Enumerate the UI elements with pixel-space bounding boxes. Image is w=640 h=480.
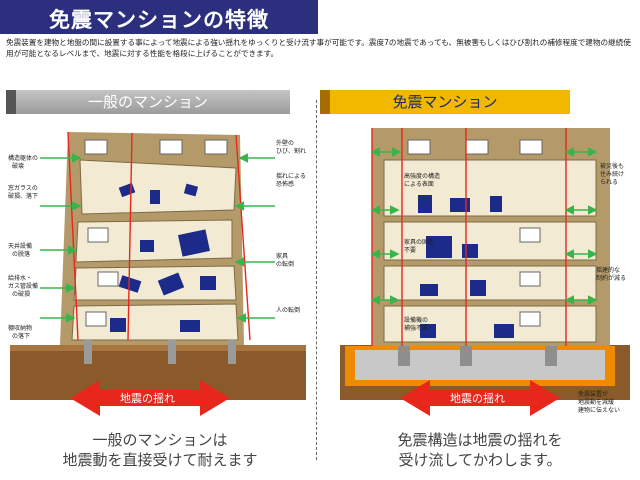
svg-text:地震の揺れ: 地震の揺れ	[120, 392, 175, 405]
svg-text:建物に伝えない: 建物に伝えない	[578, 406, 620, 414]
svg-text:補強不要: 補強不要	[404, 324, 428, 332]
page-title: 免震マンションの特徴	[49, 8, 269, 32]
header-seismic-isolation: 免震マンション	[320, 90, 570, 114]
callout-fear: 揺れによる	[276, 172, 306, 180]
callout-glass: 窓ガラスの	[8, 184, 38, 192]
svg-text:られる: られる	[600, 179, 618, 186]
intro-text: 免震装置を建物と地盤の間に設置する事によって地震による強い揺れをゆっくりと受け流…	[6, 38, 631, 58]
callout-pipes: 給排水・	[8, 274, 32, 282]
svg-text:破壊: 破壊	[12, 162, 24, 170]
caption-conventional: 一般のマンションは 地震動を直接受けて耐えます	[62, 431, 258, 469]
svg-text:ガス管設備: ガス管設備	[8, 282, 38, 290]
section-divider	[316, 100, 317, 460]
svg-text:制約が減る: 制約が減る	[596, 274, 626, 282]
svg-text:の破損: の破損	[12, 290, 30, 298]
floor-right-4	[383, 305, 597, 343]
callout-no-fixing: 家具の固定	[404, 238, 434, 246]
isolated-building: 高強度の構造 による表面 家具の固定 不要 設備機の 補強不要 被災後も 住み続…	[340, 128, 630, 414]
callout-exterior: 外壁の	[276, 139, 294, 147]
svg-text:の転倒: の転倒	[276, 260, 294, 268]
svg-text:ひび、割れ: ひび、割れ	[276, 147, 306, 155]
callout-ceiling: 天井設備	[8, 242, 32, 250]
title-bar: 免震マンションの特徴	[0, 0, 318, 34]
shake-arrow-right: 地震の揺れ	[400, 380, 560, 416]
svg-text:による表面: による表面	[404, 180, 434, 188]
callout-furniture: 家具	[276, 252, 288, 260]
floor-right-2	[383, 221, 597, 261]
svg-text:地震の揺れ: 地震の揺れ	[450, 392, 505, 405]
callout-shelves: 棚収納物	[8, 324, 32, 332]
svg-text:不要: 不要	[404, 247, 416, 254]
callout-equipment: 設備機の	[404, 316, 428, 324]
caption-seismic-isolation: 免震構造は地震の揺れを 受け流してかわします。	[397, 431, 563, 469]
floor-right-3	[383, 265, 597, 301]
callout-fewer-limits: 揺建的な	[596, 266, 620, 274]
callout-structure: 構造躯体の	[8, 154, 38, 162]
floor-left-1	[79, 159, 237, 215]
svg-text:住み続け: 住み続け	[600, 170, 624, 178]
svg-text:恐怖感: 恐怖感	[276, 180, 294, 188]
shake-arrow-left: 地震の揺れ	[70, 380, 230, 416]
callout-person: 人の転倒	[276, 306, 300, 314]
svg-text:の脱落: の脱落	[12, 250, 30, 258]
svg-text:の落下: の落下	[12, 332, 30, 340]
callout-isolator: 免震装置が	[578, 390, 608, 398]
conventional-building: 構造躯体の 破壊 窓ガラスの 破損、落下 天井設備 の脱落 給排水・ ガス管設備…	[8, 131, 306, 400]
callout-hi-strength: 高強度の構造	[404, 172, 440, 180]
header-conventional: 一般のマンション	[6, 90, 290, 114]
svg-text:破損、落下: 破損、落下	[8, 192, 38, 200]
callout-continue-living: 被災後も	[600, 162, 624, 170]
svg-text:地震動を減緩: 地震動を減緩	[578, 398, 614, 406]
